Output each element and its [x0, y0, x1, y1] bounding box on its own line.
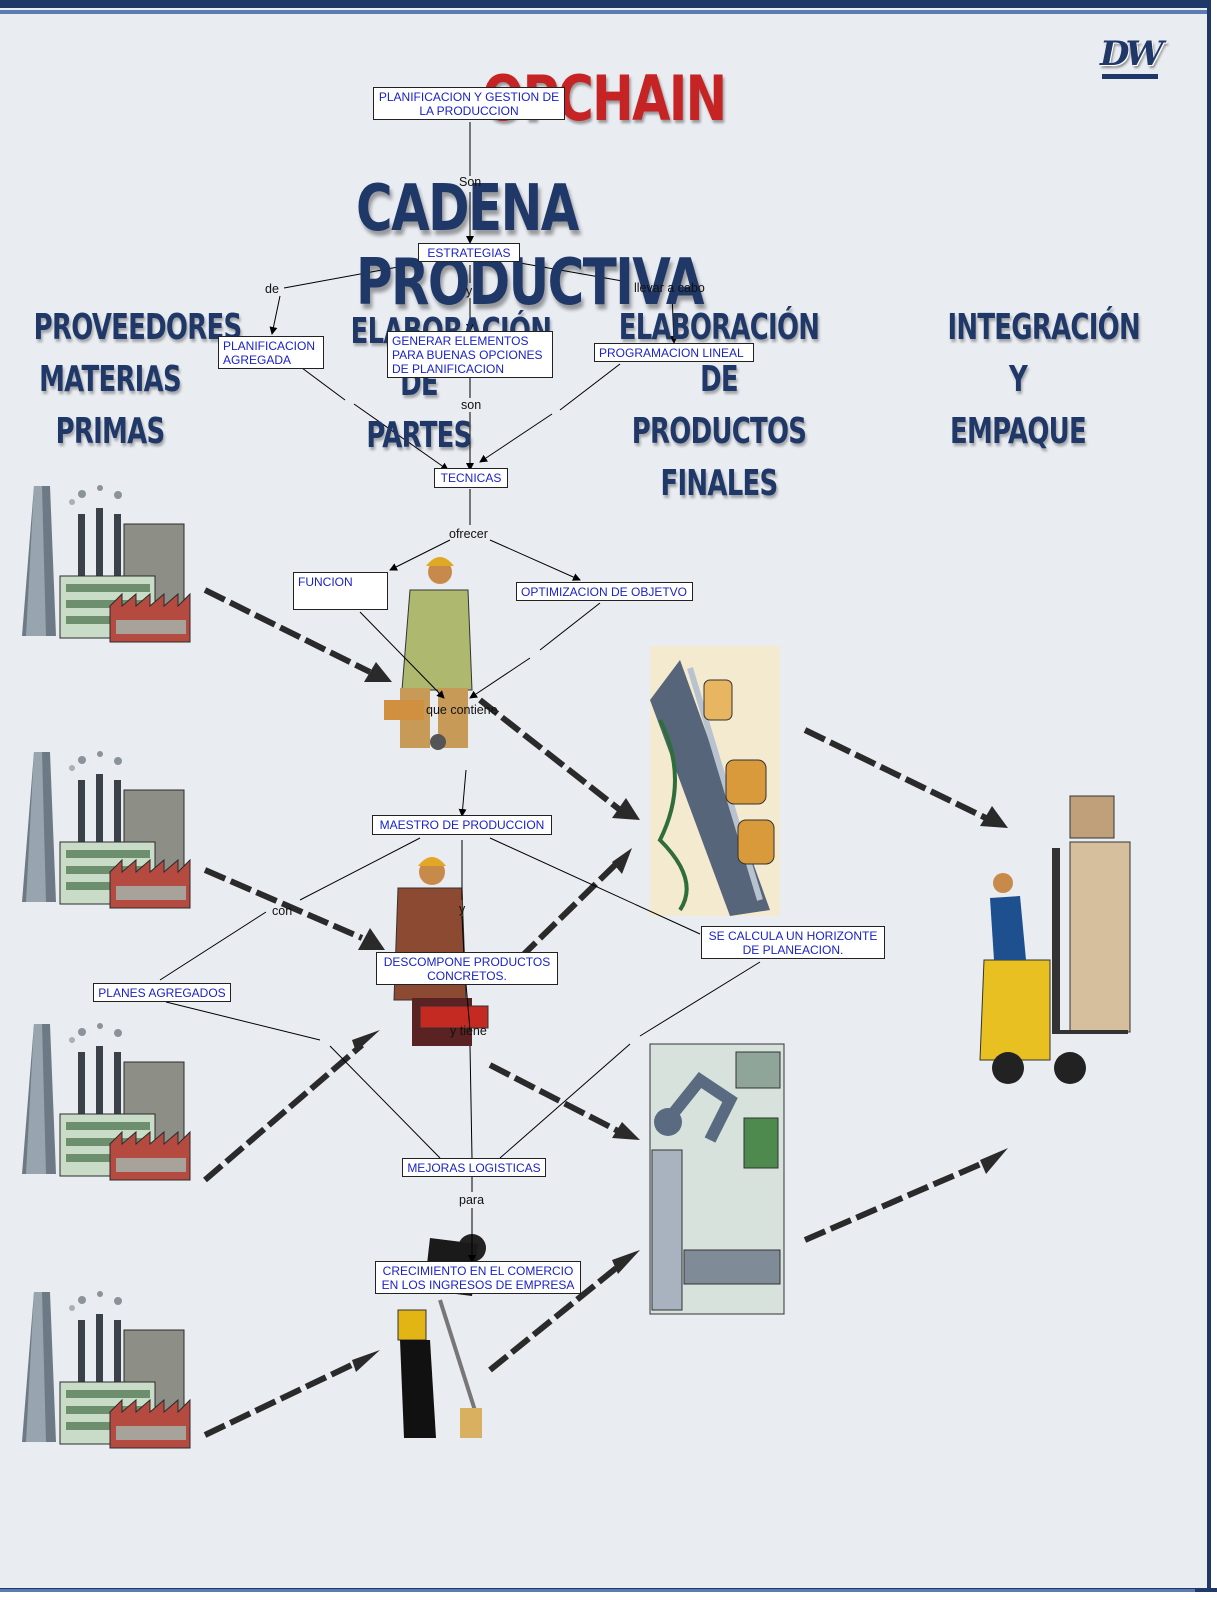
link-phrase-de: de — [265, 282, 279, 296]
column-header-packaging: INTEGRACIÓN Y EMPAQUE — [920, 302, 1140, 458]
factory-icon — [21, 750, 191, 909]
link-phrase-que-contiene: que contiene — [426, 703, 498, 717]
column-header-line: INTEGRACIÓN Y — [947, 307, 1140, 400]
factory-icon — [21, 1022, 191, 1181]
worker-grinding-icon — [384, 557, 473, 750]
concept-crecimiento-comercio[interactable]: CRECIMIENTO EN EL COMERCIO EN LOS INGRES… — [375, 1261, 581, 1294]
column-header-parts: ELABORACIÓN DE PARTES — [324, 306, 552, 462]
concept-maestro-produccion[interactable]: MAESTRO DE PRODUCCION — [372, 815, 552, 835]
logo-text: DW — [1100, 34, 1164, 74]
concept-planes-agregados[interactable]: PLANES AGREGADOS — [93, 983, 231, 1002]
process-arrowheads — [352, 662, 1008, 1372]
link-phrase-y: y — [466, 284, 473, 298]
concept-generar-elementos[interactable]: GENERAR ELEMENTOS PARA BUENAS OPCIONES D… — [387, 331, 553, 378]
link-phrase-con: con — [272, 904, 293, 918]
link-phrase-son: Son — [459, 175, 482, 189]
column-header-line: EMPAQUE — [950, 411, 1087, 452]
concept-optimizacion[interactable]: OPTIMIZACION DE OBJETVO — [516, 582, 693, 601]
link-phrase-son-lower: son — [461, 398, 482, 412]
concept-planificacion-gestion[interactable]: PLANIFICACION Y GESTION DE LA PRODUCCION — [373, 87, 565, 120]
robot-arm-icon — [649, 1043, 785, 1315]
concept-programacion-lineal[interactable]: PROGRAMACION LINEAL — [594, 343, 754, 362]
column-header-line: PROVEEDORES — [33, 307, 242, 348]
right-border — [1207, 0, 1217, 1600]
concept-horizonte-planeacion[interactable]: SE CALCULA UN HORIZONTE DE PLANEACION. — [701, 926, 885, 959]
concept-tecnicas[interactable]: TECNICAS — [434, 468, 508, 488]
column-header-line: ELABORACIÓN DE — [618, 307, 820, 400]
concept-planificacion-agregada[interactable]: PLANIFICACION AGREGADA — [218, 336, 324, 369]
column-header-line: MATERIAS PRIMAS — [39, 359, 182, 452]
concept-descompone-productos[interactable]: DESCOMPONE PRODUCTOS CONCRETOS. — [376, 952, 558, 985]
link-phrase-ofrecer: ofrecer — [449, 527, 488, 541]
link-phrase-y-tiene: y tiene — [450, 1024, 487, 1038]
column-header-final-products: ELABORACIÓN DE PRODUCTOS FINALES — [578, 302, 860, 510]
process-arrows — [203, 587, 992, 1438]
conveyor-icon — [650, 646, 780, 916]
top-border — [0, 0, 1217, 8]
factory-icon — [21, 484, 191, 643]
link-phrase-para: para — [459, 1193, 485, 1207]
link-phrase-y-lower: y — [459, 902, 466, 916]
main-title: CADENA PRODUCTIVA — [356, 172, 705, 320]
concept-estrategias[interactable]: ESTRATEGIAS — [418, 243, 520, 262]
forklift-icon — [979, 795, 1131, 1084]
column-header-suppliers: PROVEEDORES MATERIAS PRIMAS — [4, 302, 242, 458]
link-phrase-llevar-a-cabo: llevar a cabo — [634, 281, 705, 295]
column-header-line: PRODUCTOS FINALES — [631, 411, 807, 504]
factory-icon — [21, 1290, 191, 1449]
top-border-accent — [0, 10, 1217, 14]
brand-logo: DW — [1100, 34, 1164, 76]
concept-mejoras-logisticas[interactable]: MEJORAS LOGISTICAS — [402, 1158, 546, 1177]
concept-funcion[interactable]: FUNCION — [293, 572, 388, 610]
bottom-border-accent — [0, 1589, 1195, 1592]
logo-underline — [1102, 74, 1158, 79]
concept-connectors — [159, 122, 761, 1263]
